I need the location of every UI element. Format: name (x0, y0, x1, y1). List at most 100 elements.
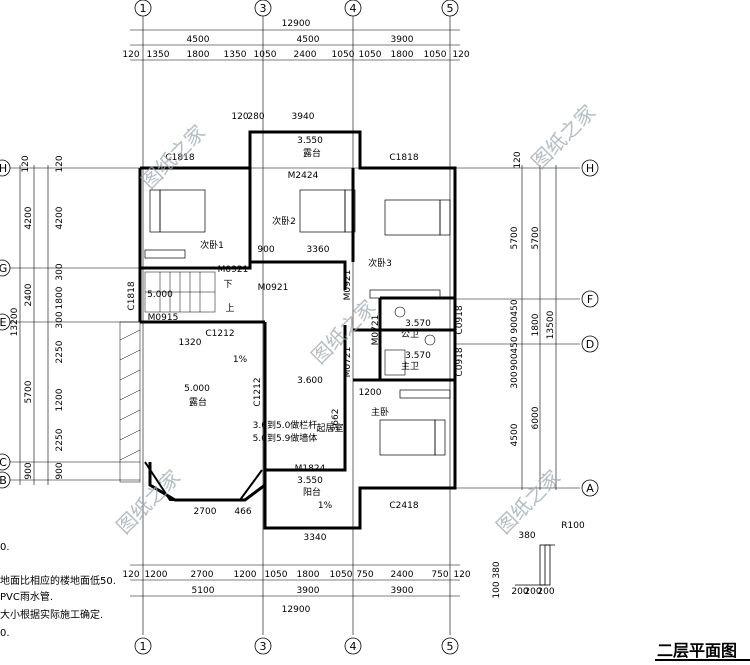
room-r2: 次卧2 (272, 215, 296, 227)
label-m0721b: M0721 (343, 347, 353, 378)
top-seg2-7: 1050 (359, 50, 382, 60)
axis-bottom-5: 5 (447, 640, 454, 653)
misc-d120: 120 (231, 112, 248, 122)
detail-b: 380 (492, 561, 502, 578)
axis-left-c: C (0, 456, 7, 469)
room-wc1: 公卫 (401, 329, 419, 340)
room-wc2: 主卫 (401, 360, 419, 372)
elev-living: 3.600 (297, 376, 323, 386)
misc-d1320: 1320 (179, 338, 202, 348)
left-inner-4: 300 (55, 311, 65, 328)
right-inner-6: 4500 (510, 423, 520, 446)
left-outer-4: 900 (24, 462, 34, 479)
axis-top-3: 3 (260, 2, 267, 15)
axis-left-e: E (0, 316, 7, 329)
left-note-3: 大小根据实际施工确定. (0, 608, 103, 621)
axis-top-5: 5 (447, 2, 454, 15)
elevation-marks: 3.550 3.550 5.000 5.000 3.600 3.570 3.57… (147, 136, 431, 486)
room-balcony-top: 露台 (303, 147, 321, 159)
elev-bot: 3.550 (297, 476, 323, 486)
axis-right-f: F (587, 293, 593, 306)
axis-left-h: H (0, 162, 7, 175)
watermark-1: 图纸之家 (137, 120, 211, 194)
bot-seg2-7: 750 (356, 570, 373, 580)
elev-top: 3.550 (297, 136, 323, 146)
misc-d1200: 1200 (359, 388, 382, 398)
left-inner-2: 300 (55, 263, 65, 280)
left-outer-3: 5700 (24, 380, 34, 403)
axis-markers (0, 0, 599, 655)
detail-f: 200 (537, 587, 554, 597)
top-dimension-text: 12900 4500 4500 3900 120 1350 1800 1350 … (122, 19, 469, 60)
axis-right-d: D (586, 338, 594, 351)
left-dimension-text: 120 4200 2400 5700 900 13200 120 4200 30… (10, 155, 65, 479)
axis-bottom-1: 1 (140, 640, 147, 653)
misc-slope1: 1% (233, 355, 248, 365)
label-c2418: C2418 (389, 501, 418, 511)
stairs (144, 271, 216, 313)
axis-top-1: 1 (140, 2, 147, 15)
left-total: 13200 (10, 307, 20, 336)
bot-seg2-5: 1800 (297, 570, 320, 580)
label-c0918b: C0918 (455, 347, 465, 376)
top-seg1-b: 4500 (297, 35, 320, 45)
watermark-4: 图纸之家 (112, 465, 186, 539)
label-c1818c: C1818 (127, 281, 137, 310)
left-inner-6: 1200 (55, 388, 65, 411)
left-note-2: PVC雨水管. (0, 590, 53, 603)
label-c1818a: C1818 (165, 153, 194, 163)
axis-bottom-4: 4 (350, 640, 357, 653)
label-m0915: M0915 (148, 313, 179, 323)
room-terrace: 露台 (189, 396, 207, 408)
top-seg2-6: 1050 (332, 50, 355, 60)
right-inner-0: 5700 (510, 226, 520, 249)
elev-wc1: 3.570 (405, 319, 431, 329)
note-railing: 3.6到5.0做栏杆 (253, 419, 318, 431)
left-outer-2: 2400 (24, 283, 34, 306)
misc-d900: 900 (257, 245, 274, 255)
detail-labels: R100 380 380 100 200 200 200 (492, 521, 585, 599)
detail-a: 380 (518, 531, 535, 541)
right-inner-4: 900 (510, 353, 520, 370)
axis-left-g: G (0, 262, 7, 275)
left-outer-1: 4200 (24, 206, 34, 229)
axis-left-b: B (0, 474, 7, 487)
top-seg2-4: 1050 (254, 50, 277, 60)
misc-d466: 466 (234, 507, 251, 517)
bot-total: 12900 (282, 605, 311, 615)
axis-bottom-3: 3 (260, 640, 267, 653)
top-seg2-3: 1350 (224, 50, 247, 60)
detail-d: 200 (511, 587, 528, 597)
wc-fixtures (384, 306, 436, 376)
label-m2424: M2424 (288, 171, 319, 181)
drawing-title: 二层平面图 (657, 641, 737, 660)
bot-seg2-1: 1200 (145, 570, 168, 580)
top-dimension-lines (19, 29, 557, 597)
top-seg2-8: 1800 (391, 50, 414, 60)
label-c1818b: C1818 (389, 153, 418, 163)
railing-detail (515, 544, 555, 586)
top-seg1-a: 4500 (187, 35, 210, 45)
watermarks: 图纸之家 图纸之家 图纸之家 图纸之家 图纸之家 (112, 100, 601, 539)
right-inner-5: 300 (510, 371, 520, 388)
misc-up: 上 (225, 303, 234, 314)
right-inner-2: 900 (510, 316, 520, 333)
bot-seg2-4: 1050 (265, 570, 288, 580)
bot-seg1-b: 3900 (297, 586, 320, 596)
left-note-1: 地面比相应的楼地面低50. (0, 574, 116, 587)
bot-seg2-6: 1050 (330, 570, 353, 580)
top-seg1-c: 3900 (391, 35, 414, 45)
label-c0918a: C0918 (455, 305, 465, 334)
axis-right-a: A (586, 482, 594, 495)
right-inner-3: 450 (510, 336, 520, 353)
bot-seg2-0: 120 (122, 570, 139, 580)
label-m0721a: M0721 (371, 315, 381, 346)
top-seg2-0: 120 (122, 50, 139, 60)
room-r3: 次卧3 (368, 257, 392, 269)
left-inner-1: 4200 (55, 206, 65, 229)
watermark-5: 图纸之家 (492, 465, 566, 539)
top-seg2-10: 120 (452, 50, 469, 60)
right-dimension-text: 120 5700 450 900 450 900 300 4500 5700 1… (510, 151, 556, 446)
room-notes: 3.6到5.0做栏杆 5.0到5.9做墙体 (253, 419, 318, 444)
